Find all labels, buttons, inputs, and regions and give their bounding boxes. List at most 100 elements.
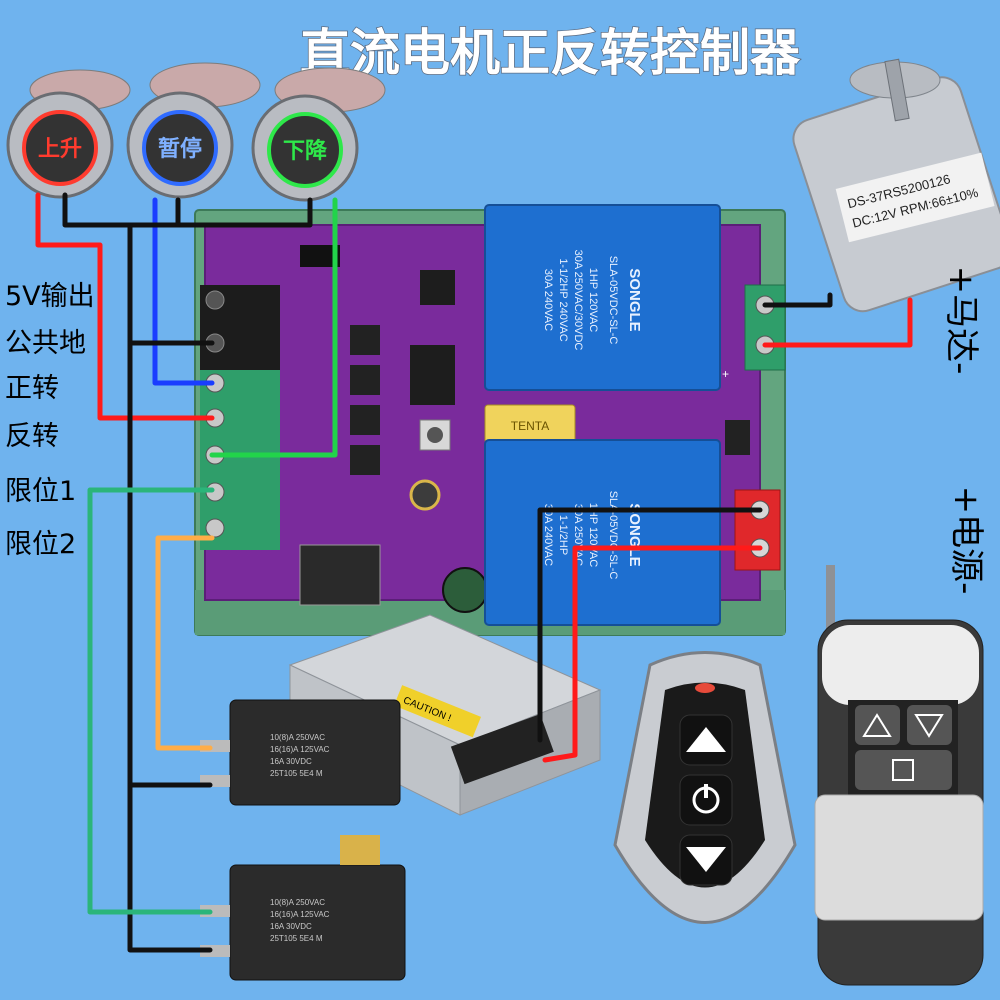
wire-motor-black (762, 292, 833, 308)
wire-common-black-top (62, 192, 313, 228)
button-down-ring (267, 112, 343, 188)
limit-switch-2-line-1: 10(8)A 250VAC (270, 898, 325, 907)
relay-2-brand: SONGLE (626, 503, 643, 566)
up-arrow-icon (686, 727, 726, 752)
remote-rectangular (814, 565, 984, 986)
label-common-ground: 公共地 (5, 328, 86, 359)
limit-switch-1-line-4: 25T105 5E4 M (270, 769, 323, 778)
limit-switch-2-body (229, 864, 406, 981)
optocoupler-op1 (350, 325, 380, 355)
mode-jumper (300, 245, 340, 267)
label-reverse: 反转 (5, 421, 59, 452)
terminal-labels: 5V输出 公共地 正转 反转 限位1 限位2 (5, 281, 95, 560)
limit-switch-2: 10(8)A 250VAC 16(16)A 125VAC 16A 30VDC 2… (200, 835, 406, 981)
logic-ic (410, 345, 455, 405)
relay-1-rating-4: 30A 240VAC (542, 269, 554, 331)
diagram-title: 直流电机正反转控制器 (300, 24, 801, 82)
label-limit-1: 限位1 (5, 476, 76, 507)
remote-keyfob-led (695, 683, 715, 693)
terminal-screw-1 (205, 290, 225, 310)
optocoupler-op3 (350, 405, 380, 435)
limit-switch-1-line-3: 16A 30VDC (270, 757, 312, 766)
wire-pause-blue (152, 197, 215, 386)
relay-1-model: SLA-05VDC-SL-C (607, 256, 619, 345)
input-terminal-block (200, 285, 280, 550)
relay-1: SONGLE SLA-05VDC-SL-C 1HP 120VAC 30A 250… (484, 204, 721, 391)
psu-caution-label (393, 685, 481, 738)
capacitor-c5 (409, 479, 441, 511)
push-button-up[interactable]: 上升 (6, 69, 131, 199)
relay-2-rating-1: 1HP 120VAC (587, 503, 599, 567)
regulator (299, 544, 381, 606)
label-forward: 正转 (5, 373, 59, 404)
wire-up-red (35, 192, 215, 421)
relay-2-model: SLA-05VDC-SL-C (607, 491, 619, 580)
remote-rectangular-top (822, 625, 979, 705)
relay-1-rating-2: 30A 250VAC/30VDC (572, 250, 584, 351)
relay-1-body (484, 204, 721, 391)
motor-shaft (884, 58, 910, 122)
remote-down-key[interactable] (907, 705, 952, 745)
limit-switch-1-body (229, 699, 401, 806)
dc-motor: DS-37RS5200126 DC:12V RPM:66±10% (792, 58, 1000, 313)
electrolytic-capacitor (442, 567, 488, 613)
motor-polarity-label: +马达- (941, 266, 981, 375)
button-pause-label: 暂停 (158, 136, 202, 162)
wire-limit1-green (87, 487, 215, 915)
triangle-down-icon (914, 714, 944, 738)
relay-2: SONGLE SLA-05VDC-SL-C 1HP 120VAC 30A 250… (484, 439, 721, 626)
wire-common-black-trunk (127, 222, 213, 953)
wire-down-green (209, 197, 338, 458)
relay-2-rating-4: 30A 240VAC (542, 504, 554, 566)
optocoupler-op4 (350, 445, 380, 475)
square-icon (892, 759, 914, 781)
limit-switch-2-line-3: 16A 30VDC (270, 922, 312, 931)
relay-2-rating-3: 1-1/2HP (557, 515, 569, 555)
remote-stop-key[interactable] (855, 750, 952, 790)
remote-grip (814, 794, 984, 921)
limit-switch-1-line-2: 16(16)A 125VAC (270, 745, 330, 754)
relay-1-brand: SONGLE (626, 268, 643, 331)
push-button-down[interactable]: 下降 (251, 67, 386, 202)
wire-motor-red (762, 297, 913, 348)
tact-switch-cap (427, 427, 443, 443)
limit-switch-2-line-2: 16(16)A 125VAC (270, 910, 330, 919)
label-limit-2: 限位2 (5, 529, 76, 560)
tenta-text: TENTA (511, 419, 549, 433)
button-down-label: 下降 (283, 139, 328, 164)
power-icon (692, 784, 720, 814)
power-terminal-block (734, 489, 781, 571)
wire-power-black (537, 507, 763, 743)
button-up-label: 上升 (38, 137, 82, 162)
relay-2-body (484, 439, 721, 626)
label-5v-output: 5V输出 (5, 281, 95, 312)
wire-limit2-orange (155, 535, 215, 751)
limit-switch-2-line-4: 25T105 5E4 M (270, 934, 323, 943)
limit-switch-2-lever (340, 835, 380, 865)
remote-up-key[interactable] (855, 705, 900, 745)
motor-label-plate (835, 152, 995, 243)
wire-power-red (542, 545, 763, 763)
remote-antenna (826, 565, 835, 635)
limit-switch-1-line-1: 10(8)A 250VAC (270, 733, 325, 742)
limit-switch-1: 10(8)A 250VAC 16(16)A 125VAC 16A 30VDC 2… (200, 699, 401, 806)
button-pause-ring (142, 110, 218, 186)
remote-power-button[interactable] (679, 774, 733, 826)
remote-keyfob (613, 651, 797, 924)
push-button-pause[interactable]: 暂停 (126, 62, 261, 199)
power-polarity-label: +电源- (946, 486, 986, 595)
triangle-up-icon (862, 713, 892, 737)
optocoupler-op2 (350, 365, 380, 395)
down-arrow-icon (686, 847, 726, 872)
wiring (35, 192, 913, 953)
psu-terminals (450, 714, 554, 785)
diode-d12 (725, 420, 750, 455)
motor-terminal-block (744, 284, 786, 371)
button-up-ring (22, 110, 98, 186)
pcb-components: TENTA M+ (299, 245, 750, 613)
relay-1-rating-3: 1-1/2HP 240VAC (557, 258, 569, 341)
relay-driver-chip (420, 270, 455, 305)
relay-1-rating-1: 1HP 120VAC (587, 268, 599, 332)
